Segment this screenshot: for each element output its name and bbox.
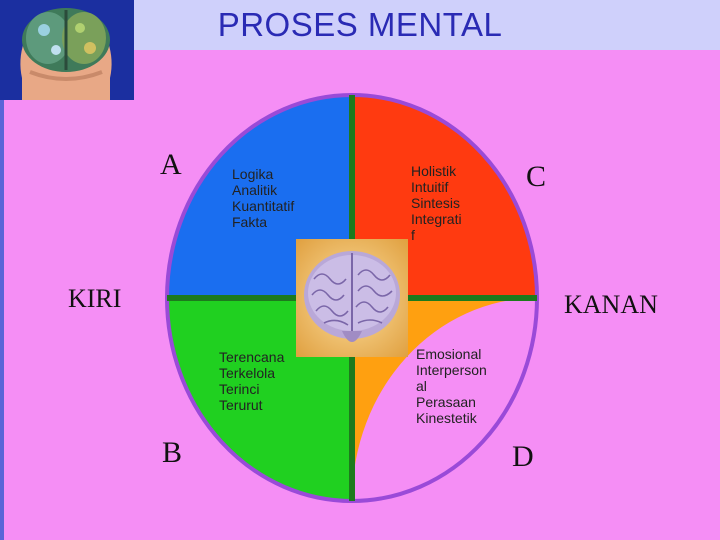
page-title: PROSES MENTAL bbox=[217, 6, 503, 43]
quadrant-b-list: Terencana Terkelola Terinci Terurut bbox=[219, 349, 284, 413]
quadrant-d-item: al bbox=[416, 378, 427, 394]
quadrant-b-letter: B bbox=[162, 436, 183, 469]
quadrant-c-item: f bbox=[411, 227, 415, 243]
quadrant-c-letter: C bbox=[526, 160, 547, 193]
brain-image bbox=[296, 239, 408, 357]
quadrant-c-item: Intuitif bbox=[411, 179, 449, 195]
quadrant-d-list: Emosional Interperson al Perasaan Kinest… bbox=[416, 346, 487, 426]
quadrant-d-item: Perasaan bbox=[416, 394, 476, 410]
quadrant-d-letter: D bbox=[512, 440, 534, 473]
quadrant-d-item: Emosional bbox=[416, 346, 482, 362]
left-edge-stripe bbox=[0, 100, 4, 540]
quadrant-b-item: Terinci bbox=[219, 381, 260, 397]
quadrant-a-list: Logika Analitik Kuantitatif Fakta bbox=[232, 166, 294, 230]
brain-head-logo bbox=[0, 0, 134, 100]
quadrant-b-item: Terencana bbox=[219, 349, 285, 365]
quadrant-c-item: Holistik bbox=[411, 163, 457, 179]
quadrant-a-item: Analitik bbox=[232, 182, 278, 198]
quadrant-a-item: Fakta bbox=[232, 214, 268, 230]
quadrant-b-item: Terkelola bbox=[219, 365, 276, 381]
quadrant-a-item: Logika bbox=[232, 166, 274, 182]
brain-icon bbox=[296, 239, 408, 357]
quadrant-a-item: Kuantitatif bbox=[232, 198, 295, 214]
left-side-label: KIRI bbox=[68, 284, 122, 313]
quadrant-c-item: Sintesis bbox=[411, 195, 461, 211]
quadrant-c-list: Holistik Intuitif Sintesis Integrati f bbox=[411, 163, 462, 243]
head-illustration-icon bbox=[0, 0, 134, 100]
quadrant-a-letter: A bbox=[160, 148, 182, 181]
quadrant-d-item: Kinestetik bbox=[416, 410, 477, 426]
quadrant-c-item: Integrati bbox=[411, 211, 462, 227]
quadrant-d-item: Interperson bbox=[416, 362, 487, 378]
right-side-label: KANAN bbox=[564, 290, 658, 319]
quadrant-b-item: Terurut bbox=[219, 397, 263, 413]
